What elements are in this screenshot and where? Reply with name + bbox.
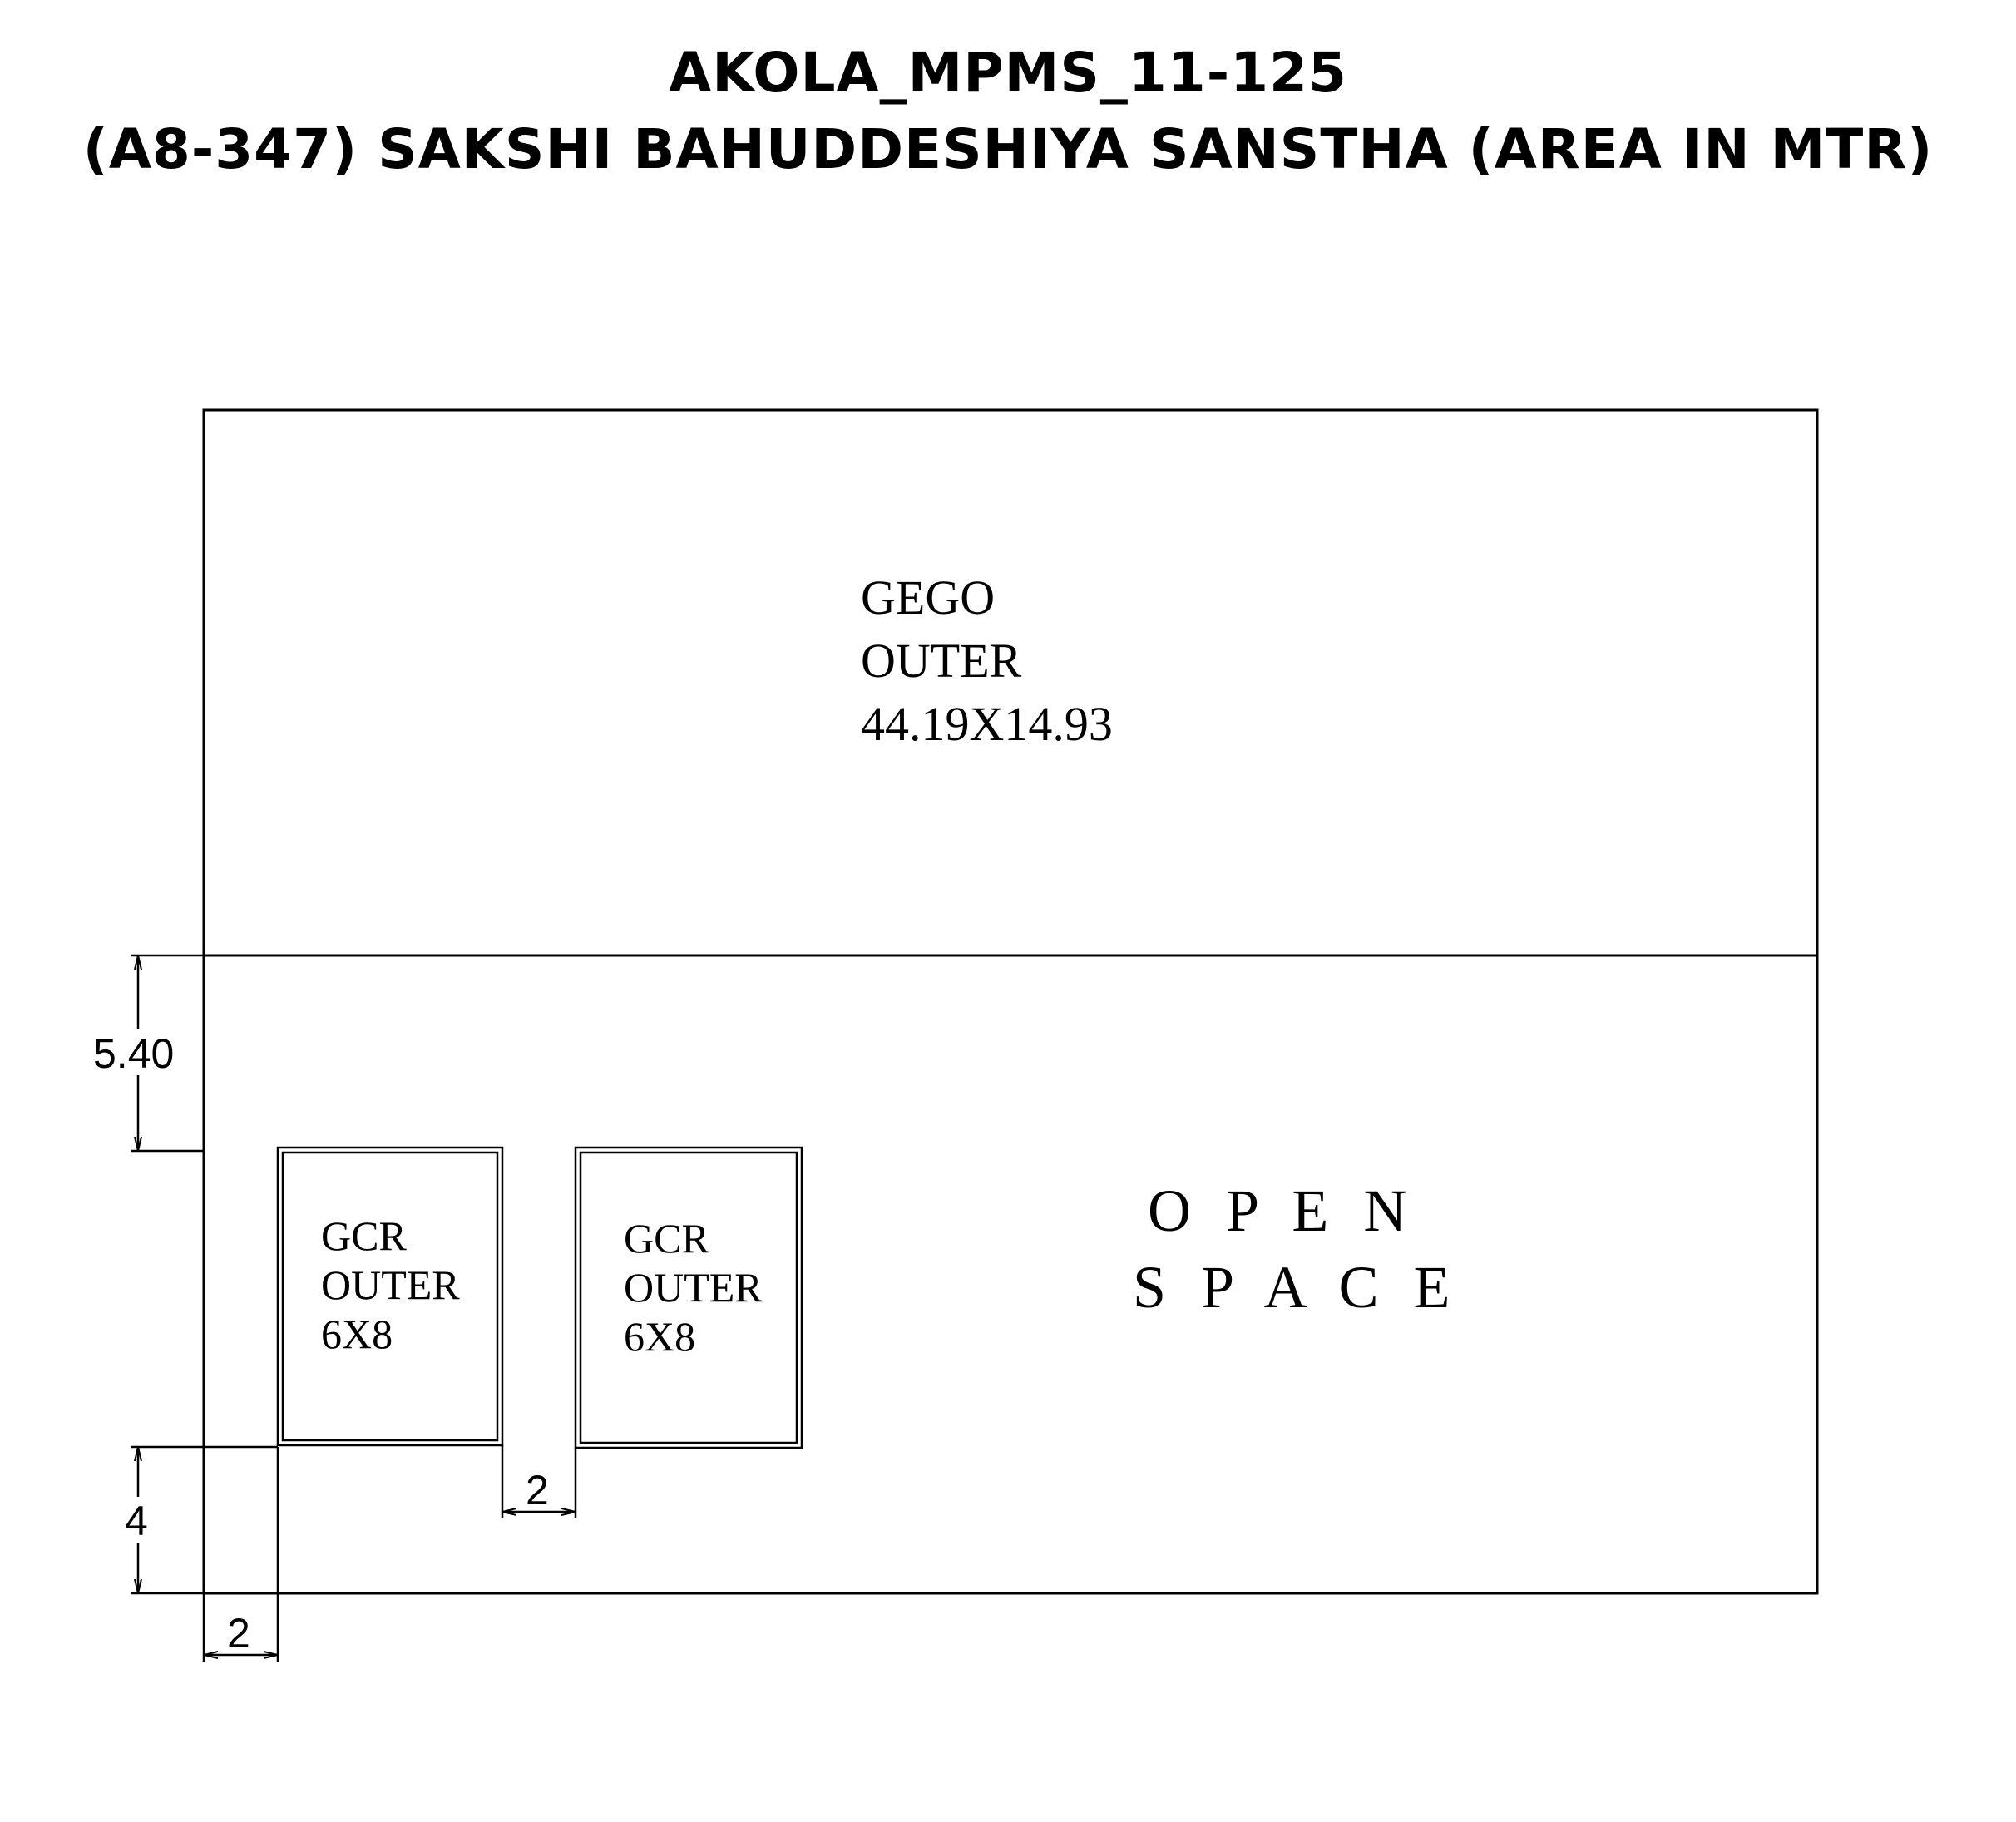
dimension-bottom-gap: 4 — [121, 1445, 278, 1595]
open-space-line-2: S P A C E — [1133, 1254, 1460, 1321]
gcr-left-label-line-3: 6X8 — [321, 1311, 393, 1357]
gcr-right-inner-wall — [579, 1151, 798, 1444]
gego-label-line-3: 44.19X14.93 — [861, 697, 1113, 751]
gego-label-line-1: GEGO — [861, 570, 995, 625]
gcr-left-outer-wall — [276, 1146, 504, 1447]
gcr-right-label-line-3: 6X8 — [624, 1313, 695, 1360]
gcr-room-left: GCR OUTER 6X8 — [276, 1146, 504, 1447]
gcr-left-label-line-1: GCR — [321, 1212, 407, 1259]
dim-bottom-label-backdrop — [121, 1497, 156, 1543]
drawing-title: AKOLA_MPMS_11-125 (A8-347) SAKSHI BAHUDD… — [0, 35, 2016, 188]
open-space-line-1: O P E N — [1148, 1178, 1416, 1244]
gcr-left-inner-wall — [281, 1151, 499, 1442]
gego-label-line-2: OUTER — [861, 634, 1022, 688]
site-boundary — [202, 408, 1819, 1595]
open-space-label: O P E N S P A C E — [1133, 1178, 1460, 1321]
gcr-right-outer-wall — [574, 1146, 803, 1449]
dimension-top-gap: 5.40 — [91, 954, 204, 1153]
title-line-1: AKOLA_MPMS_11-125 — [669, 41, 1347, 105]
dimension-left-offset: 2 — [202, 1447, 279, 1662]
dim-top-gap-label: 5.40 — [93, 1030, 174, 1077]
dimension-between-rooms: 2 — [501, 1445, 577, 1518]
gego-label: GEGO OUTER 44.19X14.93 — [861, 570, 1113, 751]
gcr-room-right: GCR OUTER 6X8 — [574, 1146, 803, 1449]
dim-bottom-gap-label: 4 — [125, 1498, 148, 1544]
dim-between-rooms-label: 2 — [526, 1467, 549, 1513]
gcr-right-label-line-2: OUTER — [624, 1264, 763, 1311]
title-line-2: (A8-347) SAKSHI BAHUDDESHIYA SANSTHA (AR… — [82, 117, 1934, 181]
gcr-right-label-line-1: GCR — [624, 1215, 709, 1262]
dim-top-label-backdrop — [91, 1029, 183, 1075]
gcr-left-label-line-2: OUTER — [321, 1262, 460, 1308]
dim-left-offset-label: 2 — [227, 1610, 250, 1657]
